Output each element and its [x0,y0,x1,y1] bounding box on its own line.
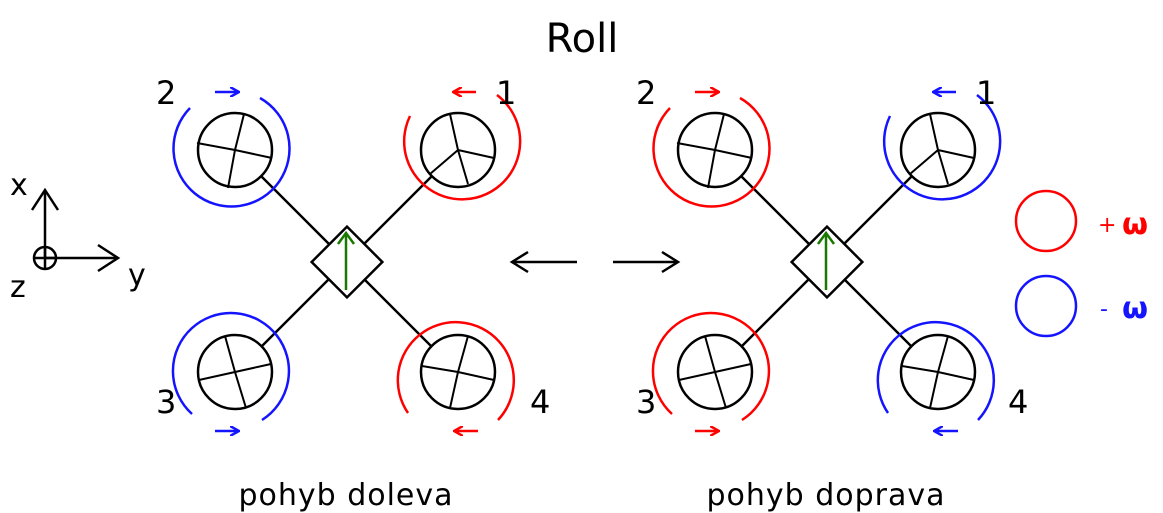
rotor-2 [172,92,291,208]
spin-arc [402,94,522,201]
z-axis-label: z [10,270,26,305]
thrust-arrowhead [816,230,836,245]
legend-positive-circle [1014,189,1078,253]
rotor-label-1: 1 [976,74,996,112]
rotor-label-4: 4 [530,383,550,421]
legend-positive-sign: + [1098,213,1116,238]
direction-arrows [509,250,681,274]
rotor-label-3: 3 [636,383,656,421]
y-axis-arrowhead [97,243,121,273]
coordinate-axes [30,187,121,273]
x-axis-arrowhead [30,187,60,211]
thrust-arrowhead [336,230,356,245]
drone-caption: pohyb doprava [706,478,945,513]
spin-arc [172,96,291,208]
drone-right: 1 2 3 4 pohyb doprava [636,74,1028,513]
rotor-label-3: 3 [156,383,176,421]
rotor-label-1: 1 [496,74,516,112]
rotor-3 [171,311,291,431]
rotor-label-4: 4 [1008,383,1028,421]
spin-arc [652,96,771,208]
rotor-label-2: 2 [636,74,656,112]
rotor-3 [651,311,771,431]
legend-negative-symbol: ω [1122,291,1148,326]
spin-arc [171,311,291,422]
drone-left: 1 2 3 4 pohyb doleva [156,74,550,513]
rotor-4 [396,320,516,431]
rotor-1 [882,92,1002,201]
spin-arc [396,320,516,421]
spin-arc [882,94,1002,201]
x-axis-label: x [10,168,28,203]
y-axis-label: y [128,258,146,293]
rotor-1 [402,92,522,201]
rotor-2 [652,92,771,208]
rotor-label-2: 2 [156,74,176,112]
rotor-4 [876,320,996,431]
spin-arc [651,311,771,422]
drone-caption: pohyb doleva [238,478,453,513]
diagram-title: Roll [546,16,619,62]
legend-negative-sign: - [1100,297,1108,322]
legend-positive-symbol: ω [1122,207,1148,242]
legend-negative-circle [1014,274,1078,338]
legend: + ω - ω [1014,189,1148,338]
spin-arc [876,320,996,421]
